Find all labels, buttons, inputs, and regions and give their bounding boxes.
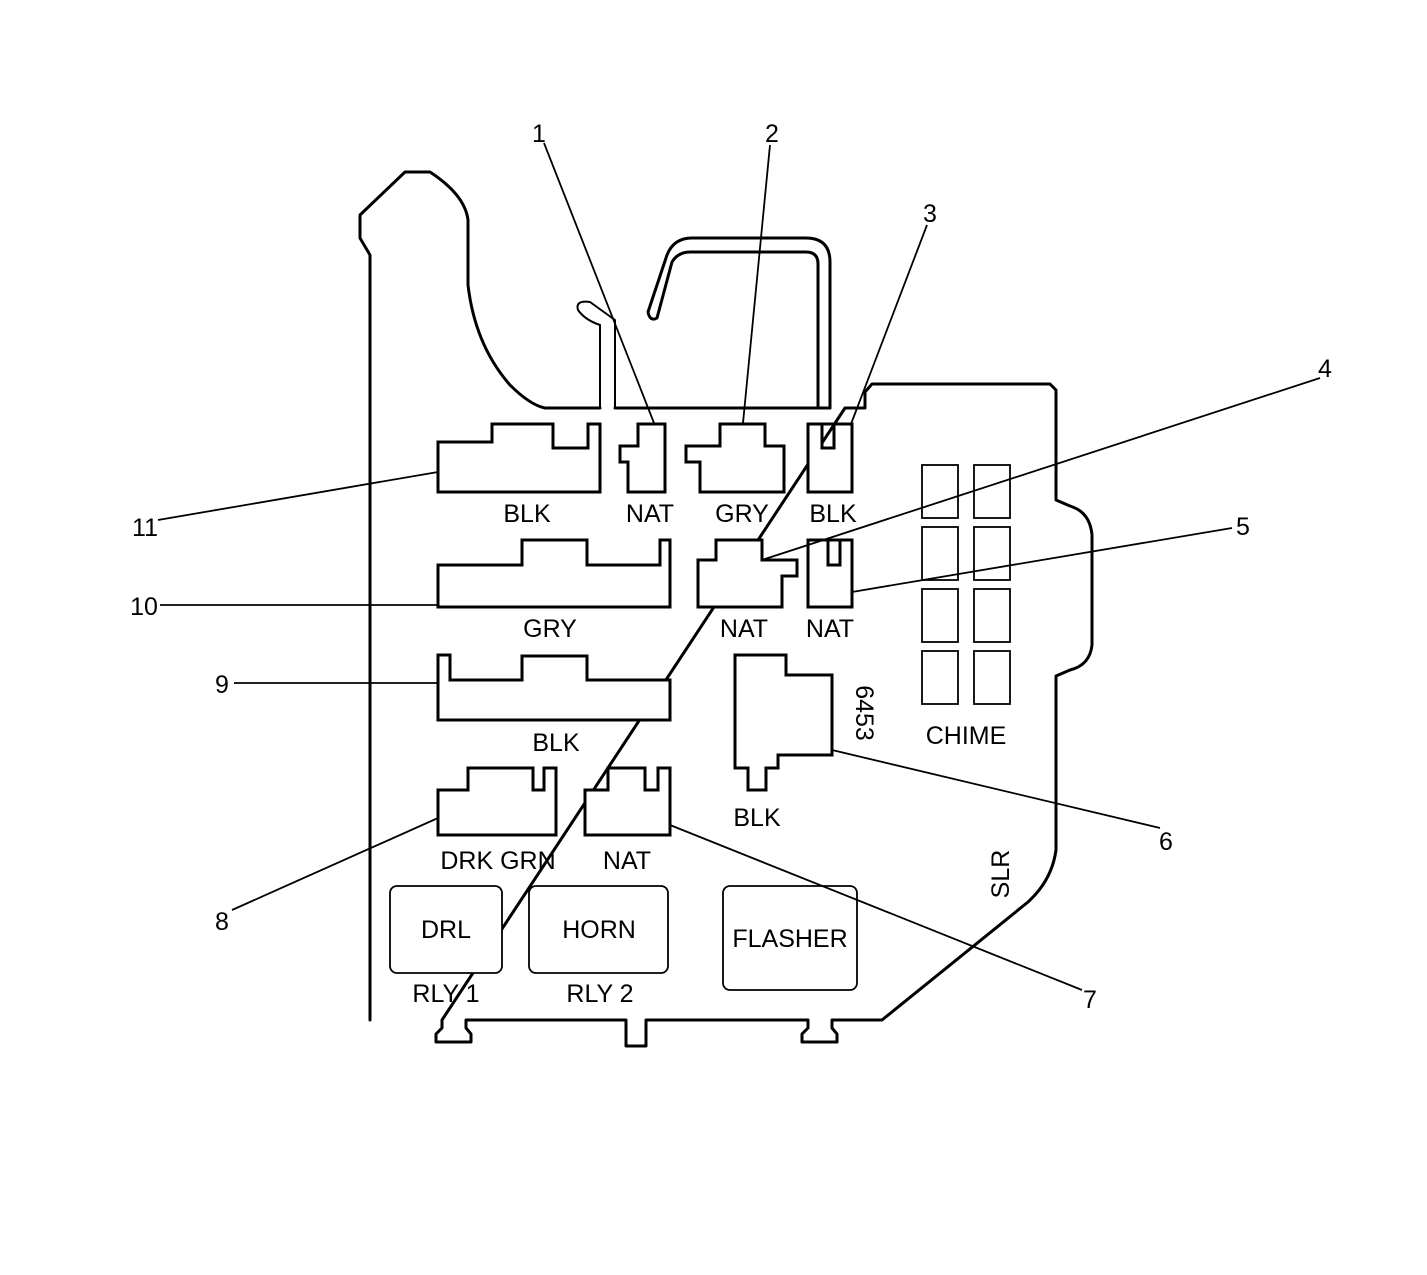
chime-fuse-slot <box>921 650 959 705</box>
leader-lines <box>157 142 1321 991</box>
connector-1-color: NAT <box>626 500 674 528</box>
chime-fuse-slot <box>973 526 1011 581</box>
chime-fuse-slot <box>973 588 1011 643</box>
connector-8-color: DRK GRN <box>440 847 555 875</box>
chime-fuse-grid <box>921 464 1011 705</box>
chime-fuse-slot <box>973 464 1011 519</box>
callout-11: 11 <box>132 514 158 542</box>
connector-5-color: NAT <box>806 615 854 643</box>
connector-7-color: NAT <box>603 847 651 875</box>
connector-3 <box>806 422 854 494</box>
housing-clip-left <box>576 300 616 409</box>
callout-4: 4 <box>1318 355 1332 383</box>
connector-2 <box>684 422 786 494</box>
connector-2-color: GRY <box>715 500 769 528</box>
chime-label: CHIME <box>926 722 1007 750</box>
connector-9 <box>436 653 672 722</box>
slr-label: SLR <box>987 850 1015 899</box>
connector-11 <box>436 422 602 494</box>
relay-drl-label: DRL <box>421 916 471 944</box>
connector-4 <box>696 538 799 609</box>
relay-horn-label: HORN <box>562 916 636 944</box>
connector-5 <box>806 538 854 609</box>
connector-8 <box>436 766 558 837</box>
housing-bracket <box>646 236 832 410</box>
callout-10: 10 <box>130 593 158 621</box>
chime-fuse-slot <box>921 464 959 519</box>
callout-3: 3 <box>923 200 937 228</box>
connector-7 <box>583 766 672 837</box>
callout-8: 8 <box>215 908 229 936</box>
callout-1: 1 <box>532 120 546 148</box>
connector-6 <box>733 653 834 792</box>
callout-9: 9 <box>215 671 229 699</box>
chime-fuse-slot <box>921 588 959 643</box>
relay-flasher-box <box>722 885 858 991</box>
callout-2: 2 <box>765 120 779 148</box>
connector-1 <box>618 422 667 494</box>
connector-9-color: BLK <box>532 729 580 757</box>
connector-11-color: BLK <box>503 500 551 528</box>
callout-6: 6 <box>1159 828 1173 856</box>
relay-1-label: RLY 1 <box>412 980 479 1008</box>
connector-4-color: NAT <box>720 615 768 643</box>
relay-horn-box <box>528 885 669 974</box>
housing-outline <box>358 170 1094 1048</box>
connector-10-color: GRY <box>523 615 577 643</box>
chime-fuse-slot <box>973 650 1011 705</box>
relay-drl-box <box>389 885 503 974</box>
part-number-label: 6453 <box>850 685 878 741</box>
connector-10 <box>436 538 672 609</box>
connector-6-color: BLK <box>733 804 781 832</box>
callout-7: 7 <box>1083 986 1097 1014</box>
relay-2-label: RLY 2 <box>566 980 633 1008</box>
chime-fuse-slot <box>921 526 959 581</box>
relay-flasher-label: FLASHER <box>732 925 847 953</box>
connector-3-color: BLK <box>809 500 857 528</box>
callout-5: 5 <box>1236 513 1250 541</box>
